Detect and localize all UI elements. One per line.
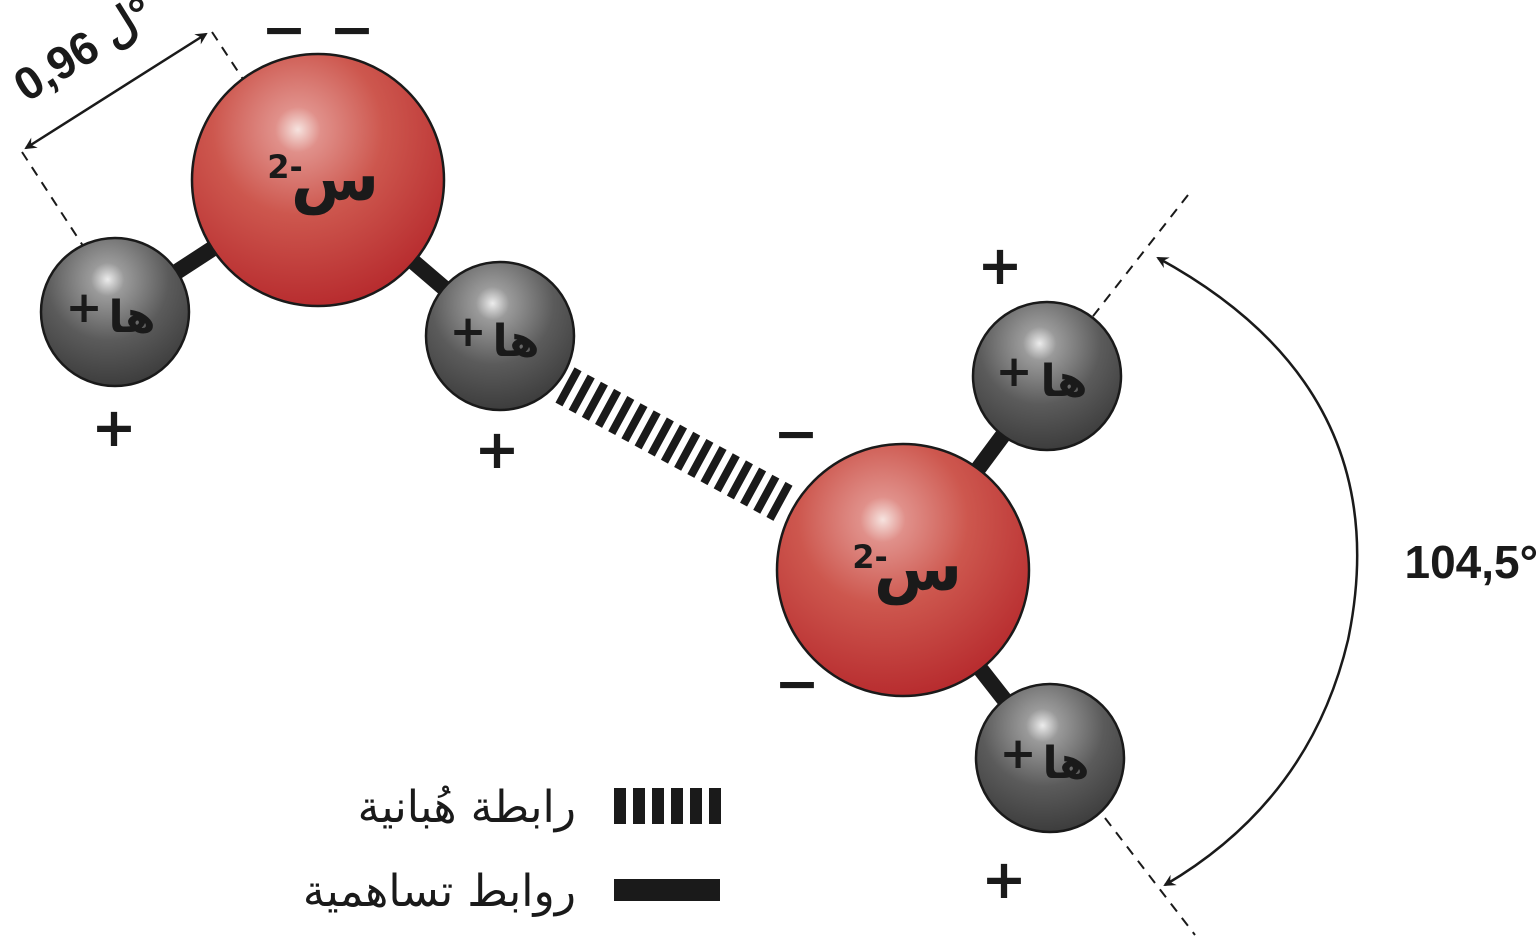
hydrogen-label: ﻫﺎ [1042,738,1089,789]
oxygen-charge: 2- [852,538,888,576]
legend-hydrogen-bond-label: رابطة هُبانية [358,782,576,833]
hydrogen-label: ﻫﺎ [108,292,155,343]
hydrogen-charge: + [996,346,1033,397]
hydrogen-charge: + [1000,728,1037,779]
bond-length-label: 0,96 ل° [4,0,162,111]
oxygen-charge: 2- [267,148,303,186]
guide-line [21,151,101,273]
oxygen-label: ﺱ [291,142,379,216]
partial-charge: − [329,0,374,61]
bond-angle-label: 104,5° [1404,536,1538,588]
hydrogen-bond [555,367,798,524]
partial-charge: + [981,848,1026,911]
partial-charge: + [977,234,1022,297]
partial-charge: − [261,0,306,61]
partial-charge: + [91,396,136,459]
legend: رابطة هُبانية روابط تساهمية [303,782,722,917]
bond-length-arrow [24,32,208,150]
hydrogen-atom [971,300,1123,452]
guide-lines [21,31,1196,936]
guide-line [211,31,284,141]
guide-line [1104,817,1196,936]
oxygen-atom [190,52,446,308]
water-molecule-2: ﺱ 2- ﻫﺎ + ﻫﺎ + + + − − [773,234,1126,911]
oxygen-label: ﺱ [874,532,962,606]
hydrogen-label: ﻫﺎ [492,316,539,367]
hydrogen-charge: + [450,306,487,357]
water-molecule-1: ﺱ 2- ﻫﺎ + ﻫﺎ + + + − − [39,0,576,481]
hydrogen-atom [424,260,576,412]
hydrogen-label: ﻫﺎ [1040,356,1087,407]
partial-charge: − [774,652,819,715]
partial-charge: − [773,402,818,465]
legend-covalent-bond-label: روابط تساهمية [303,866,576,917]
hydrogen-atom [974,682,1126,834]
guide-line [1089,194,1189,321]
bond-angle-arc [1156,256,1359,887]
hydrogen-charge: + [66,282,103,333]
oxygen-atom [775,442,1031,698]
partial-charge: + [474,418,519,481]
hydrogen-atom [39,236,191,388]
